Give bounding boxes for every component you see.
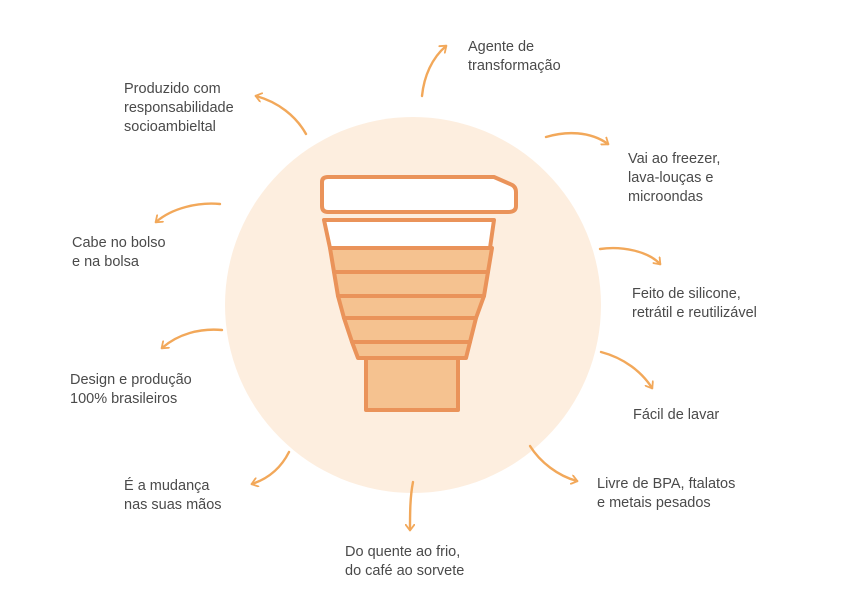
arrow-freezer-icon (544, 131, 608, 144)
arrow-mudanca-icon (252, 450, 291, 484)
label-silicone: Feito de silicone, retrátil e reutilizáv… (632, 286, 757, 321)
label-bolso: Cabe no bolso e na bolsa (72, 235, 166, 270)
label-bpa: Livre de BPA, ftalatos e metais pesados (597, 476, 736, 511)
label-quente: Do quente ao frio, do café ao sorvete (345, 544, 465, 579)
label-agente: Agente de transformação (468, 39, 561, 74)
arrow-quente-icon (410, 480, 413, 530)
arrow-produzido-icon (256, 96, 308, 136)
arrow-design-icon (162, 328, 224, 348)
label-design: Design e produção 100% brasileiros (70, 372, 192, 407)
arrow-bpa-icon (528, 444, 577, 481)
arrow-silicone-icon (598, 246, 660, 264)
label-produzido: Produzido com responsabilidade socioambi… (124, 81, 234, 135)
label-lavar: Fácil de lavar (633, 407, 720, 423)
arrow-bolso-icon (156, 202, 222, 222)
arrow-lavar-icon (599, 350, 652, 388)
label-freezer: Vai ao freezer, lava-louças e microondas (628, 151, 721, 205)
arrow-agente-icon (420, 46, 446, 98)
label-mudanca: É a mudança nas suas mãos (124, 478, 222, 513)
collapsible-silicone-cup-icon (320, 175, 518, 412)
